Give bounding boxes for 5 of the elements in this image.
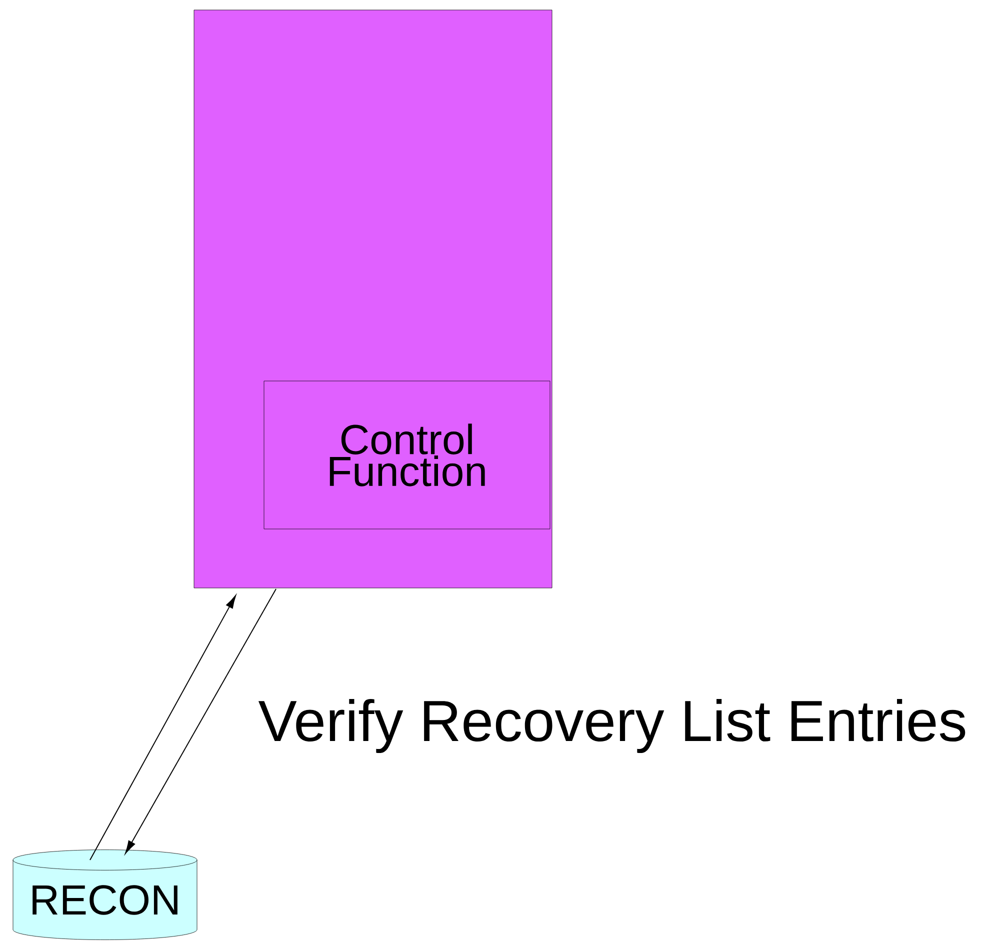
caption-text: Verify Recovery List Entries xyxy=(258,698,966,753)
arrow xyxy=(90,595,236,860)
database-cylinder: RECON xyxy=(12,850,198,940)
process-box: Control Function xyxy=(264,380,550,530)
arrow xyxy=(125,588,276,854)
